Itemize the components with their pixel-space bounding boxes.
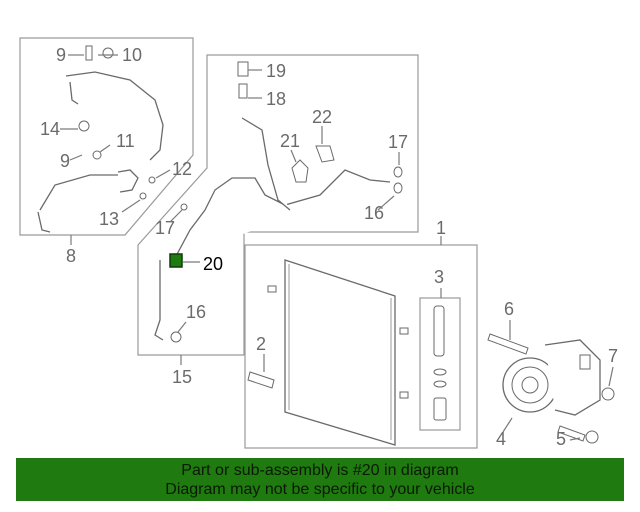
callout-5: 5 — [556, 429, 566, 449]
condenser — [267, 259, 409, 446]
callout-14: 14 — [40, 119, 60, 139]
callout-12: 12 — [172, 159, 192, 179]
callout-17-left: 17 — [155, 218, 175, 238]
callout-4: 4 — [496, 429, 506, 449]
callout-15: 15 — [172, 367, 192, 387]
callout-22: 22 — [312, 107, 332, 127]
callout-7: 7 — [608, 346, 618, 366]
compressor-4 — [502, 339, 601, 416]
leader-arrows — [60, 54, 614, 441]
callout-19: 19 — [266, 61, 286, 81]
assembly-15-panel — [137, 54, 419, 356]
callout-20: 20 — [203, 254, 223, 274]
info-banner: Part or sub-assembly is #20 in diagram D… — [16, 458, 624, 501]
callout-17-right: 17 — [388, 132, 408, 152]
bolt-2 — [247, 371, 275, 389]
callout-18: 18 — [266, 89, 286, 109]
callout-10: 10 — [122, 45, 142, 65]
callout-16-left: 16 — [186, 302, 206, 322]
hose-assembly-8 — [37, 45, 164, 233]
assembly-1-panel — [244, 244, 478, 449]
callout-2: 2 — [256, 334, 266, 354]
callout-3: 3 — [434, 267, 444, 287]
bolt-5 — [557, 425, 599, 444]
nut-7 — [601, 387, 615, 401]
hose-assembly-15 — [154, 61, 403, 343]
callout-8: 8 — [66, 246, 76, 266]
callout-11: 11 — [116, 131, 135, 151]
drier-kit-3 — [419, 297, 461, 431]
callout-9-mid: 9 — [60, 151, 70, 171]
part-20-highlight — [169, 253, 183, 268]
callout-21: 21 — [280, 131, 300, 151]
callout-6: 6 — [504, 299, 514, 319]
callout-1: 1 — [436, 218, 446, 238]
callout-16-right: 16 — [364, 203, 384, 223]
assembly-8-panel — [19, 37, 194, 236]
callout-9-top: 9 — [56, 45, 66, 65]
banner-line-2: Diagram may not be specific to your vehi… — [165, 480, 475, 498]
stud-6 — [487, 333, 529, 355]
banner-line-1: Part or sub-assembly is #20 in diagram — [181, 461, 459, 479]
callout-13: 13 — [99, 209, 119, 229]
